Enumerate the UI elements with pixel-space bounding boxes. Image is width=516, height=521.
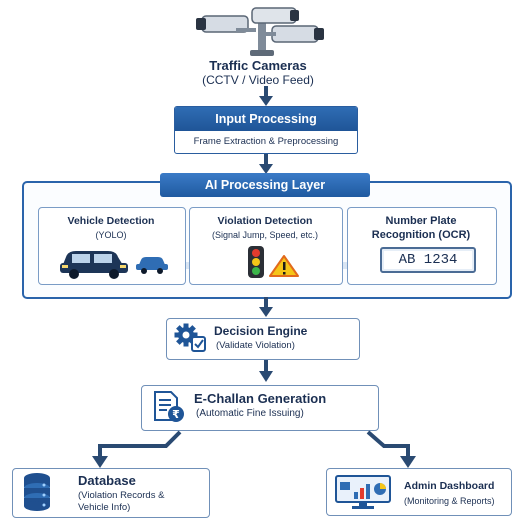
- input-processing-subtitle: Frame Extraction & Preprocessing: [193, 136, 339, 147]
- input-processing-title: Input Processing: [175, 107, 357, 131]
- ai-layer-title: AI Processing Layer: [160, 173, 370, 197]
- document-icon: ₹: [154, 391, 184, 422]
- echallan-subtitle: (Automatic Fine Issuing): [196, 408, 304, 419]
- source-title: Traffic Cameras: [209, 58, 307, 73]
- database-title: Database: [78, 473, 136, 488]
- admin-dashboard-title: Admin Dashboard: [404, 480, 495, 492]
- flow-arrow: [259, 297, 273, 317]
- number-plate-title-line2: Recognition (OCR): [371, 229, 471, 241]
- source-subtitle: (CCTV / Video Feed): [202, 73, 314, 87]
- flow-arrow: [259, 154, 273, 174]
- vehicle-detection-title: Vehicle Detection: [67, 215, 155, 227]
- admin-dashboard-subtitle: (Monitoring & Reports): [404, 496, 495, 506]
- violation-detection-title: Violation Detection: [217, 215, 313, 227]
- input-processing-box: Input Processing Frame Extraction & Prep…: [174, 106, 358, 154]
- decision-engine-box: [166, 318, 360, 360]
- vehicle-detection-subtitle: (YOLO): [95, 230, 127, 240]
- database-icon: [24, 473, 50, 511]
- flow-arrow: [259, 360, 273, 382]
- echallan-title: E-Challan Generation: [194, 391, 327, 406]
- flow-arrow: [259, 86, 273, 106]
- monitor-icon: [335, 475, 391, 509]
- database-subtitle-line1: (Violation Records &: [78, 490, 165, 501]
- gear-icon: [174, 323, 206, 352]
- database-subtitle-line2: Vehicle Info): [78, 502, 131, 513]
- violation-detection-card: [189, 207, 343, 285]
- branch-arrows: [92, 430, 416, 468]
- license-plate-icon: AB 1234: [380, 247, 476, 273]
- svg-text:₹: ₹: [172, 408, 180, 421]
- violation-detection-subtitle: (Signal Jump, Speed, etc.): [211, 230, 319, 240]
- car-icon: [60, 251, 168, 279]
- number-plate-title-line1: Number Plate: [385, 215, 457, 227]
- traffic-light-icon: [248, 246, 299, 278]
- cctv-camera-icon: [196, 7, 324, 56]
- decision-engine-title: Decision Engine: [214, 324, 308, 338]
- decision-engine-subtitle: (Validate Violation): [216, 340, 295, 351]
